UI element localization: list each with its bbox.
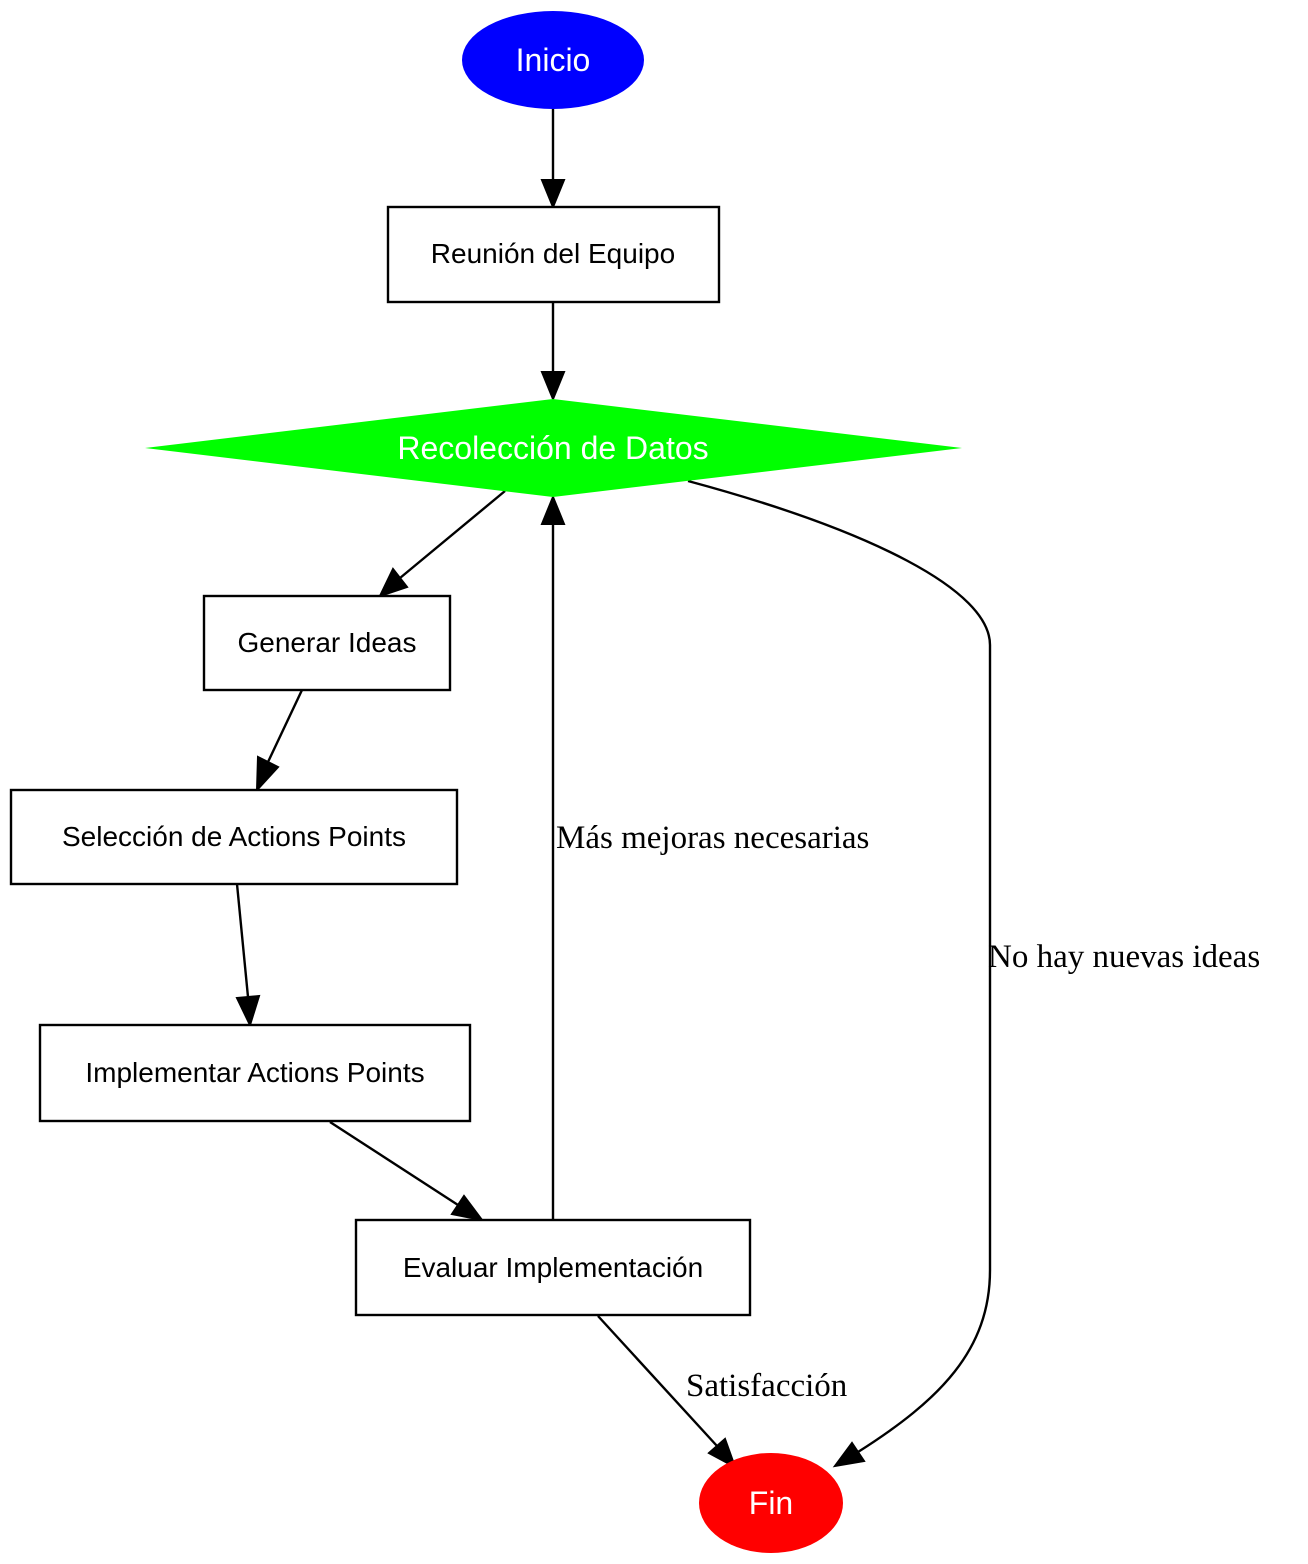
node-reunion: Reunión del Equipo bbox=[386, 205, 721, 304]
node-implementar: Implementar Actions Points bbox=[38, 1023, 472, 1123]
node-fin: Fin bbox=[699, 1453, 843, 1553]
edge-generar-to-seleccion bbox=[255, 689, 304, 793]
node-evaluar: Evaluar Implementación bbox=[354, 1218, 752, 1317]
edge-recoleccion-to-fin bbox=[687, 479, 992, 1468]
node-recoleccion-label: Recolección de Datos bbox=[397, 430, 708, 466]
edge-seleccion-to-implementar bbox=[235, 883, 261, 1028]
edge-label-mas-mejoras: Más mejoras necesarias bbox=[556, 820, 869, 856]
node-generar: Generar Ideas bbox=[202, 594, 452, 692]
node-reunion-label: Reunión del Equipo bbox=[431, 238, 675, 269]
edge-label-no-hay-ideas: No hay nuevas ideas bbox=[988, 939, 1260, 975]
edge-evaluar-to-recoleccion bbox=[540, 494, 566, 1220]
edge-implementar-to-evaluar bbox=[329, 1120, 485, 1222]
node-inicio: Inicio bbox=[462, 11, 644, 109]
node-implementar-label: Implementar Actions Points bbox=[85, 1057, 424, 1088]
end-ellipse bbox=[699, 1453, 843, 1553]
node-generar-label: Generar Ideas bbox=[238, 627, 417, 658]
node-seleccion-label: Selección de Actions Points bbox=[62, 821, 406, 852]
edge-label-satisfaccion: Satisfacción bbox=[686, 1368, 847, 1404]
node-inicio-label: Inicio bbox=[516, 42, 591, 78]
edge-inicio-to-reunion bbox=[540, 108, 566, 210]
edge-reunion-to-recoleccion bbox=[540, 302, 566, 402]
start-ellipse bbox=[462, 11, 644, 109]
node-fin-label: Fin bbox=[749, 1485, 793, 1521]
edge-recoleccion-to-generar bbox=[378, 490, 506, 598]
edge-evaluar-to-fin bbox=[597, 1315, 737, 1470]
node-seleccion: Selección de Actions Points bbox=[9, 788, 459, 886]
node-evaluar-label: Evaluar Implementación bbox=[403, 1252, 703, 1283]
node-recoleccion: Recolección de Datos bbox=[145, 399, 962, 497]
decision-diamond bbox=[145, 399, 962, 497]
